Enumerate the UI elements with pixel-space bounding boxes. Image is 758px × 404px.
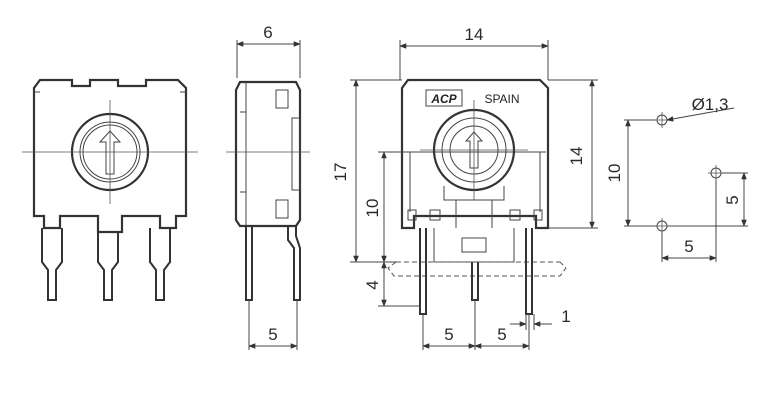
dim-front-height-body: 14 <box>567 147 586 166</box>
dim-front-width: 14 <box>465 25 484 44</box>
dim-hole-diameter: Ø1,3 <box>692 95 729 114</box>
dim-side-width: 6 <box>263 23 272 42</box>
dim-front-pitch-left: 5 <box>444 325 453 344</box>
front-view: 14 ACP SPAIN <box>331 25 598 350</box>
dim-side-pin-pitch: 5 <box>268 325 277 344</box>
dim-front-pitch-right: 5 <box>497 325 506 344</box>
dim-footprint-height: 10 <box>605 164 624 183</box>
dim-front-pin-width: 1 <box>561 307 570 326</box>
brand-logo: ACP <box>430 92 457 106</box>
dim-front-height-total: 17 <box>331 163 350 182</box>
dim-footprint-pitch: 5 <box>684 237 693 256</box>
rear-view <box>22 78 198 301</box>
footprint-view: Ø1,3 10 5 5 <box>605 95 748 262</box>
brand-origin: SPAIN <box>484 92 519 106</box>
dim-front-pin-height: 10 <box>363 199 382 218</box>
dim-footprint-offset: 5 <box>723 195 742 204</box>
dim-front-lead-length: 4 <box>363 280 382 289</box>
side-view: 6 5 <box>226 23 310 350</box>
